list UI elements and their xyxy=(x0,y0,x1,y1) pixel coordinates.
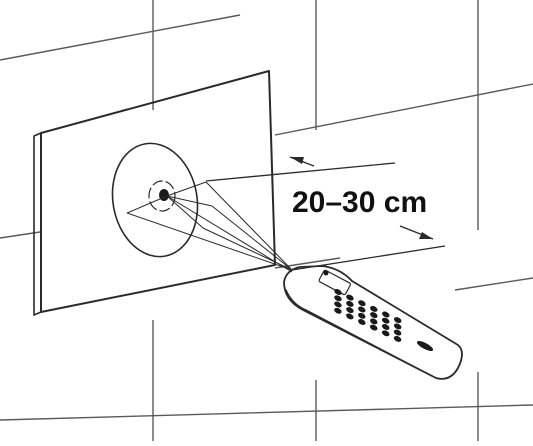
remote-button xyxy=(358,306,366,313)
tile-line xyxy=(274,257,341,269)
remote-button xyxy=(358,300,366,307)
remote-button xyxy=(381,330,390,337)
beam-line xyxy=(205,181,293,271)
remote-button xyxy=(334,307,342,314)
ir-receiver-ring xyxy=(148,180,176,212)
panel-side xyxy=(33,132,42,316)
remote-side xyxy=(285,289,433,377)
remote-button xyxy=(346,307,354,314)
remote-button xyxy=(393,329,402,336)
remote-button xyxy=(346,300,354,307)
remote-buttons xyxy=(334,289,402,342)
tile-line xyxy=(274,83,533,136)
beam-line xyxy=(166,195,213,207)
beam-line xyxy=(211,205,293,271)
beam-line xyxy=(166,181,207,197)
remote-button xyxy=(381,317,390,324)
distance-label: 20–30 cm xyxy=(292,186,428,219)
ir-beam xyxy=(126,181,293,273)
remote-button xyxy=(370,305,378,312)
remote-button xyxy=(393,335,402,342)
beam-line xyxy=(166,195,204,229)
remote-control xyxy=(283,265,463,380)
flush-panel xyxy=(33,70,276,316)
remote-button xyxy=(382,311,390,318)
remote-body xyxy=(283,265,463,380)
remote-logo xyxy=(416,341,434,351)
remote-button xyxy=(358,319,366,325)
beam-line xyxy=(126,195,168,214)
beam-line xyxy=(202,227,293,271)
beam-line xyxy=(126,212,293,271)
dimension-arrowhead xyxy=(419,232,433,239)
remote-button xyxy=(369,324,378,331)
remote-led xyxy=(323,270,329,276)
remote-button xyxy=(358,312,366,319)
dimension-arrowhead xyxy=(290,157,304,164)
beam-line xyxy=(166,195,293,273)
panel-round-plate xyxy=(111,142,199,258)
remote-button xyxy=(370,312,378,319)
remote-button xyxy=(393,323,402,330)
remote-button xyxy=(334,289,342,295)
remote-button xyxy=(346,313,354,320)
remote-button xyxy=(334,301,342,308)
remote-button xyxy=(370,318,378,325)
remote-button xyxy=(346,294,354,301)
tile-line xyxy=(454,277,533,291)
tile-line xyxy=(0,14,241,61)
dimension-extension-line xyxy=(205,162,396,182)
remote-button xyxy=(381,324,390,330)
remote-button xyxy=(334,295,342,302)
remote-button xyxy=(393,317,402,324)
tile-line xyxy=(0,404,533,421)
remote-display xyxy=(318,269,351,296)
panel-face xyxy=(40,70,276,313)
